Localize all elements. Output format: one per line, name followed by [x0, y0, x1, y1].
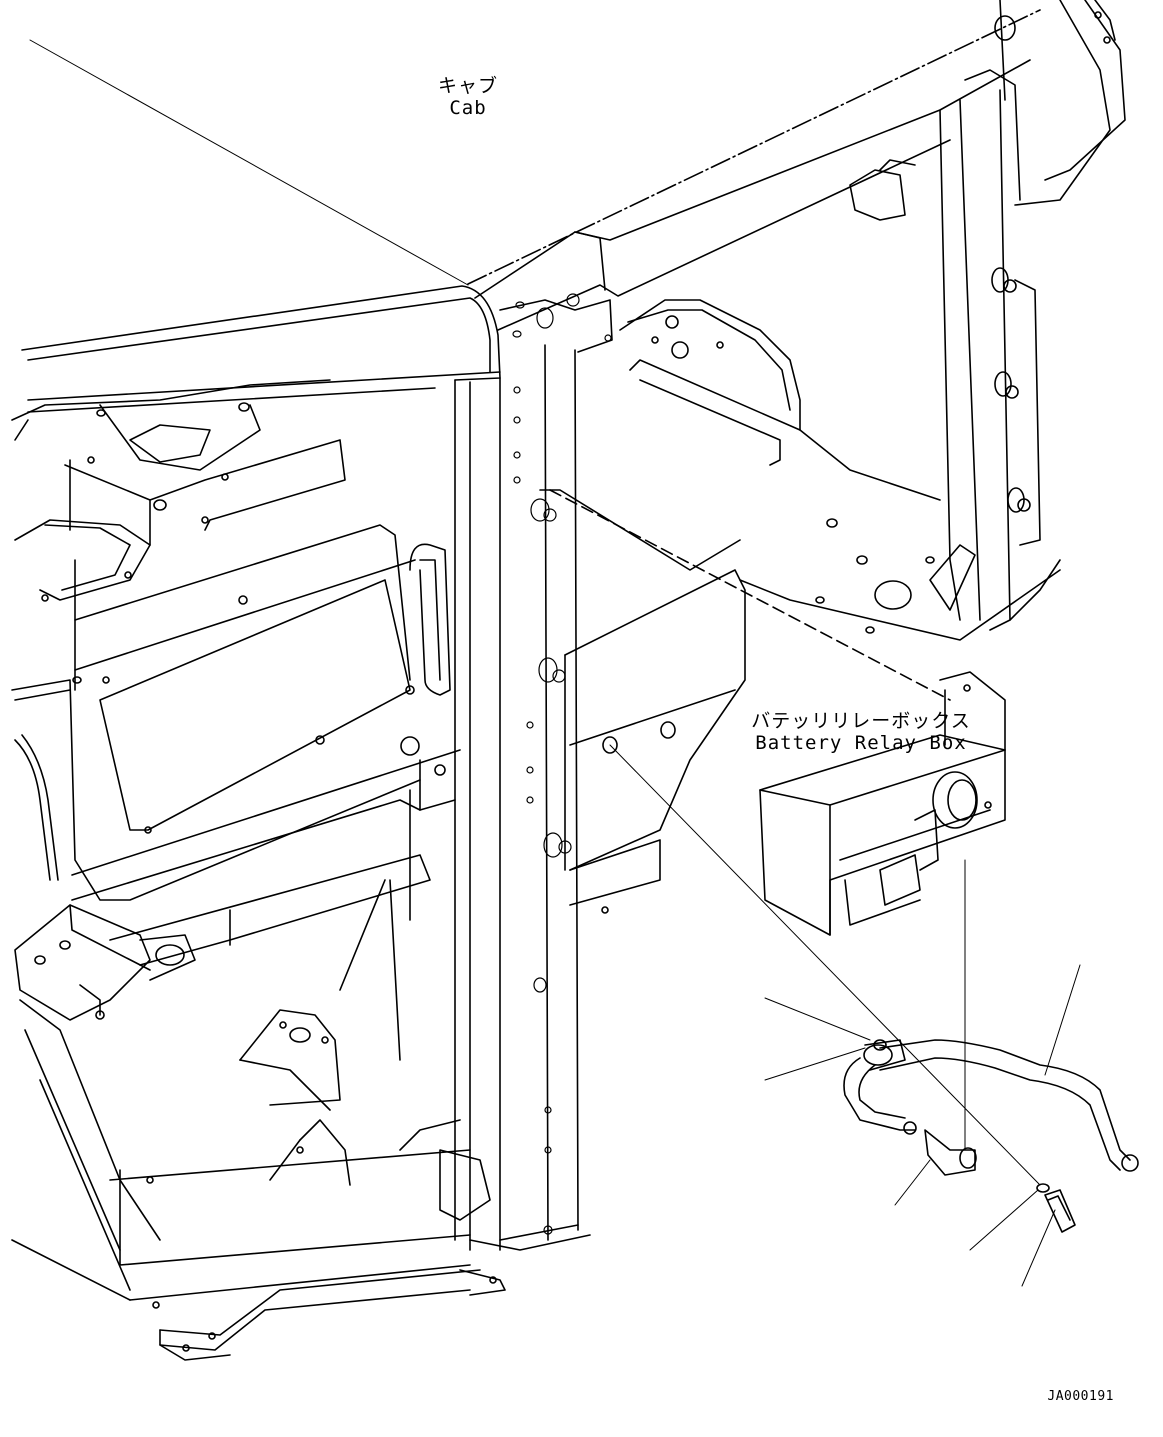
- cab-label-en: Cab: [449, 96, 487, 119]
- cab-label-jp: キャブ: [437, 75, 498, 97]
- leader-lines: [610, 745, 1080, 1286]
- left-wall: [12, 380, 460, 920]
- rear-pillar: [940, 0, 1125, 620]
- floor-structure: [12, 855, 470, 1300]
- floor-beams: [147, 1147, 590, 1360]
- side-panel: [565, 570, 745, 913]
- battery-relay-box-label-jp: バテッリリレーボックス: [751, 710, 971, 732]
- front-pillar: [455, 300, 612, 1250]
- battery-cable: [844, 1040, 1138, 1232]
- left-cable: [15, 735, 58, 880]
- battery-relay-box: [760, 672, 1005, 935]
- battery-relay-box-label: バテッリリレーボックス Battery Relay Box: [730, 710, 992, 755]
- rear-wall: [540, 160, 1060, 700]
- pillar-holes: [513, 294, 611, 1234]
- battery-relay-box-label-en: Battery Relay Box: [755, 731, 967, 754]
- cab-label: キャブ Cab: [400, 75, 536, 120]
- drawing-code: JA000191: [1047, 1389, 1114, 1404]
- grab-handle: [410, 544, 450, 695]
- roof-outline: [22, 10, 1040, 412]
